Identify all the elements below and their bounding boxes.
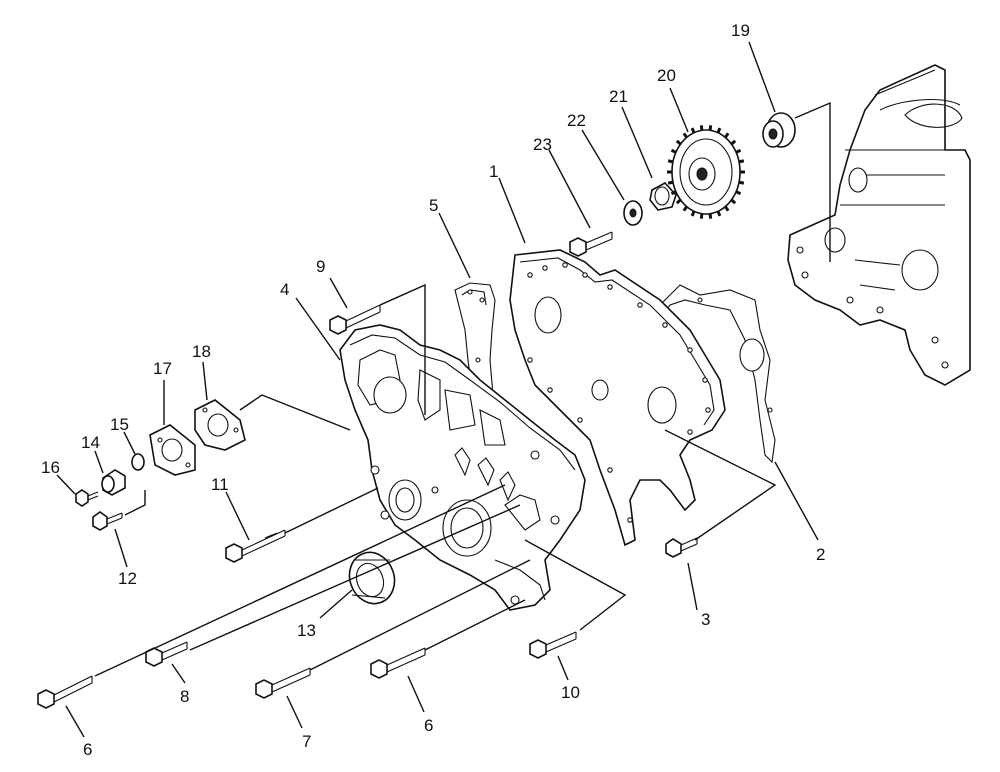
- callout-11: 11: [211, 475, 229, 494]
- idler-gear: [667, 125, 745, 219]
- callout-12: 12: [118, 569, 137, 588]
- callout-14: 14: [81, 433, 100, 452]
- callout-10: 10: [561, 683, 580, 702]
- callout-17: 17: [153, 359, 172, 378]
- callout-23: 23: [533, 135, 552, 154]
- callout-16: 16: [41, 458, 60, 477]
- gear-tooth: [670, 148, 677, 154]
- bolt-9: [329, 304, 381, 335]
- spacer: [762, 112, 796, 148]
- bolt-7: [255, 667, 311, 699]
- o-ring: [131, 453, 145, 471]
- gear-tooth: [708, 213, 713, 219]
- plug: [101, 469, 126, 496]
- gear-tooth: [724, 205, 730, 212]
- gear-tooth: [735, 190, 742, 196]
- bolt-11: [225, 529, 286, 563]
- gear-tooth: [738, 159, 745, 164]
- gear-tooth: [675, 139, 682, 146]
- gear-tooth: [708, 125, 713, 131]
- gear-tooth: [667, 159, 674, 164]
- callout-5: 5: [429, 196, 438, 215]
- gear-tooth: [730, 198, 737, 205]
- cover-17: [149, 424, 196, 476]
- bolt-23: [569, 231, 613, 257]
- callout-6-left: 6: [83, 740, 92, 759]
- callout-1: 1: [489, 162, 498, 181]
- bolt-10: [529, 631, 577, 659]
- callout-21: 21: [609, 87, 628, 106]
- callout-leaders: [56, 41, 819, 738]
- callout-7: 7: [302, 732, 311, 751]
- callout-labels: 1 2 3 4 5 6 6 7 8 9 10 11 12 13 14 15 16…: [41, 21, 825, 759]
- washer: [623, 200, 643, 226]
- callout-9: 9: [316, 257, 325, 276]
- gear-tooth: [670, 190, 677, 196]
- assembly-lines: [94, 101, 831, 677]
- callout-15: 15: [110, 415, 129, 434]
- callout-8: 8: [180, 687, 189, 706]
- gear-tooth: [724, 132, 730, 139]
- gear-tooth: [716, 127, 722, 134]
- callout-2: 2: [816, 545, 825, 564]
- bolt-16: [75, 489, 99, 507]
- bushing: [649, 182, 677, 211]
- bolt-3: [665, 537, 698, 558]
- gasket-plate-18: [194, 399, 246, 451]
- gear-tooth: [667, 180, 674, 185]
- mounting-plate: [509, 249, 726, 547]
- callout-22: 22: [567, 111, 586, 130]
- gear-tooth: [682, 132, 688, 139]
- callout-20: 20: [657, 66, 676, 85]
- gear-tooth: [690, 127, 696, 134]
- gear-tooth: [699, 213, 704, 219]
- bolt-6-middle: [370, 647, 426, 679]
- callout-4: 4: [280, 280, 289, 299]
- gear-tooth: [699, 125, 704, 131]
- gear-tooth: [675, 198, 682, 205]
- callout-19: 19: [731, 21, 750, 40]
- bolt-6-left: [37, 675, 93, 709]
- callout-18: 18: [192, 342, 211, 361]
- bolt-12: [92, 511, 123, 531]
- callout-13: 13: [297, 621, 316, 640]
- gear-tooth: [730, 139, 737, 146]
- engine-block: [787, 64, 971, 386]
- callout-6-middle: 6: [424, 716, 433, 735]
- gear-tooth: [690, 210, 696, 217]
- gear-tooth: [738, 180, 745, 185]
- bolt-8: [145, 641, 188, 667]
- oil-seal: [348, 551, 396, 605]
- callout-3: 3: [701, 610, 710, 629]
- gear-tooth: [735, 148, 742, 154]
- gear-tooth: [716, 210, 722, 217]
- gear-tooth: [682, 205, 688, 212]
